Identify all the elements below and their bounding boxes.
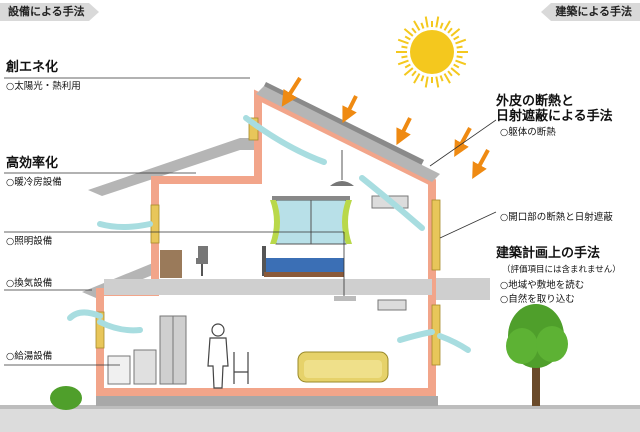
sun-ray xyxy=(447,27,453,34)
lighting-item: ○照明設備 xyxy=(6,236,53,247)
foundation xyxy=(96,396,438,406)
ventilation-item: ○換気設備 xyxy=(6,278,53,289)
sun-ray xyxy=(404,35,411,41)
energy-creation-title: 創エネ化 xyxy=(6,60,59,75)
sun-ray xyxy=(403,28,414,37)
sun-ray xyxy=(453,35,460,41)
ground xyxy=(0,405,640,432)
sun-ray xyxy=(439,22,444,29)
sun-ray xyxy=(401,45,408,49)
high-efficiency-title: 高効率化 xyxy=(6,156,59,171)
envelope-title-line2: 日射遮蔽による手法 xyxy=(496,109,613,124)
sun-ray xyxy=(413,73,421,84)
sun-ray xyxy=(397,38,409,45)
kitchen xyxy=(107,315,187,385)
sun-ray xyxy=(435,16,440,28)
upstairs-window xyxy=(270,196,352,245)
sofa xyxy=(297,351,389,383)
desk-chair xyxy=(160,246,208,278)
sun-ray xyxy=(401,55,408,59)
sun-ray xyxy=(439,75,444,82)
air-flow xyxy=(67,115,471,353)
upper-left-roof xyxy=(88,138,262,196)
sun-ray xyxy=(456,55,463,59)
sun-ray xyxy=(411,70,417,77)
second-floor-slab xyxy=(104,279,432,295)
sun-ray xyxy=(404,63,411,69)
sun-ray xyxy=(453,63,460,69)
downstairs-ac xyxy=(377,299,407,311)
sun-ray xyxy=(447,70,453,77)
sun-ray xyxy=(424,16,429,28)
equipment-method-tag: 設備による手法 xyxy=(0,3,99,21)
tree xyxy=(506,304,568,406)
solar-heat-item: ○太陽光・熱利用 xyxy=(6,81,81,92)
dining-chair xyxy=(233,352,249,384)
downstairs-light xyxy=(334,296,356,301)
envelope-title-line1: 外皮の断熱と xyxy=(496,94,575,109)
sunlight-arrows xyxy=(281,76,490,180)
leader-lines-left xyxy=(4,77,345,366)
sun-ray xyxy=(424,76,429,88)
sun-ray xyxy=(455,59,467,66)
planning-method-title: 建築計画上の手法 xyxy=(496,246,601,261)
roof-cap xyxy=(256,86,440,182)
sun-ray xyxy=(397,59,409,66)
leader-lines-right xyxy=(429,119,497,239)
bring-nature-item: ○自然を取り込む xyxy=(500,294,575,305)
planning-note: （評価項目には含まれません） xyxy=(502,265,621,275)
sun-ray xyxy=(443,73,451,84)
sun-ray xyxy=(420,75,425,82)
architecture-method-tag: 建築による手法 xyxy=(541,3,640,21)
bed xyxy=(262,246,344,277)
sun-ray xyxy=(403,67,414,76)
sun-ray xyxy=(450,28,461,37)
sun-ray xyxy=(455,38,467,45)
ceiling-lamp xyxy=(330,150,354,186)
sun-ray xyxy=(456,45,463,49)
sun-ray xyxy=(413,20,421,31)
hot-water-item: ○給湯設備 xyxy=(6,351,53,362)
opening-insulation-item: ○開口部の断熱と日射遮蔽 xyxy=(500,212,613,223)
shrub xyxy=(50,386,82,410)
hvac-item: ○暖冷房設備 xyxy=(6,177,62,188)
sun-ray xyxy=(435,76,440,88)
sun-ray xyxy=(450,67,461,76)
sun-ray xyxy=(420,22,425,29)
sun xyxy=(396,16,468,88)
frame-insulation-item: ○躯体の断熱 xyxy=(500,127,556,138)
sun-ray xyxy=(443,20,451,31)
sun-ray xyxy=(411,27,417,34)
read-site-item: ○地域や敷地を読む xyxy=(500,280,585,291)
person-figure xyxy=(207,323,229,389)
right-eave xyxy=(436,278,490,300)
